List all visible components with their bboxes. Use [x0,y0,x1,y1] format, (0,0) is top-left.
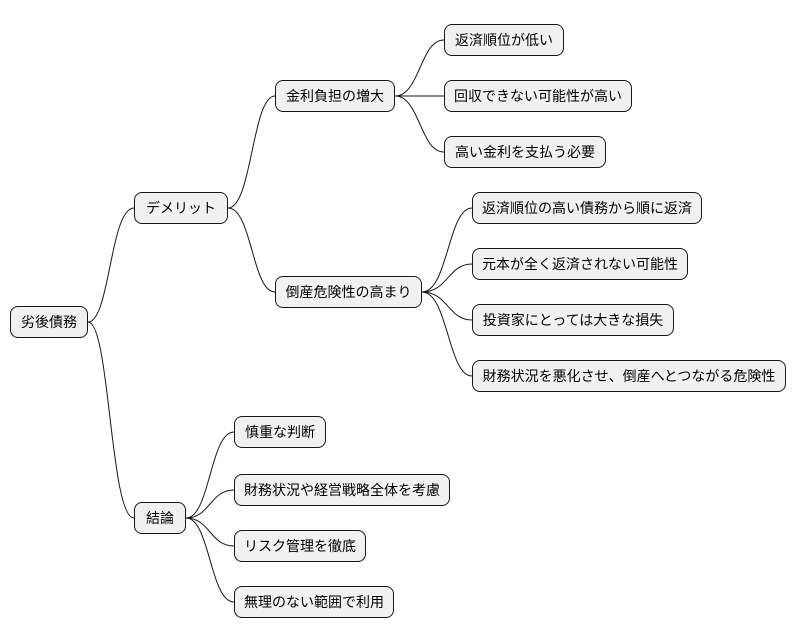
edge-conclusion-child-1 [185,431,235,519]
branch-demerit: デメリット [134,192,228,224]
edge-conclusion-child-4 [185,517,235,603]
leaf-high-interest-required: 高い金利を支払う必要 [444,136,606,168]
leaf-consider-overall-strategy: 財務状況や経営戦略全体を考慮 [234,474,450,506]
edge-conclusion-child-3 [185,517,235,547]
edge-root-demerit [87,207,135,323]
leaf-repay-senior-first: 返済順位の高い債務から順に返済 [472,192,702,224]
edge-demerit-bankruptcy [227,207,276,293]
edge-conclusion-child-2 [185,489,235,519]
edge-bankruptcy-child-3 [421,291,473,321]
leaf-careful-judgment: 慎重な判断 [234,416,326,448]
leaf-investor-big-loss: 投資家にとっては大きな損失 [472,304,674,336]
edge-interest-child-3 [394,95,445,153]
edge-bankruptcy-child-2 [421,263,473,293]
leaf-thorough-risk-management: リスク管理を徹底 [234,530,366,562]
subbranch-bankruptcy-risk: 倒産危険性の高まり [275,276,422,308]
edge-bankruptcy-child-1 [421,207,473,293]
edge-root-conclusion [87,321,135,519]
edge-bankruptcy-child-4 [421,291,473,377]
leaf-low-repayment-priority: 返済順位が低い [444,24,564,56]
leaf-financial-worsening-bankruptcy: 財務状況を悪化させ、倒産へとつながる危険性 [472,360,786,392]
edge-interest-child-1 [394,39,445,97]
root-node: 劣後債務 [10,306,88,338]
edge-demerit-interest [227,95,276,209]
leaf-principal-not-repaid: 元本が全く返済されない可能性 [472,248,688,280]
subbranch-interest-burden: 金利負担の増大 [275,80,395,112]
leaf-high-unrecoverable-possibility: 回収できない可能性が高い [444,80,632,112]
branch-conclusion: 結論 [134,502,186,534]
leaf-use-within-reasonable-range: 無理のない範囲で利用 [234,586,394,618]
